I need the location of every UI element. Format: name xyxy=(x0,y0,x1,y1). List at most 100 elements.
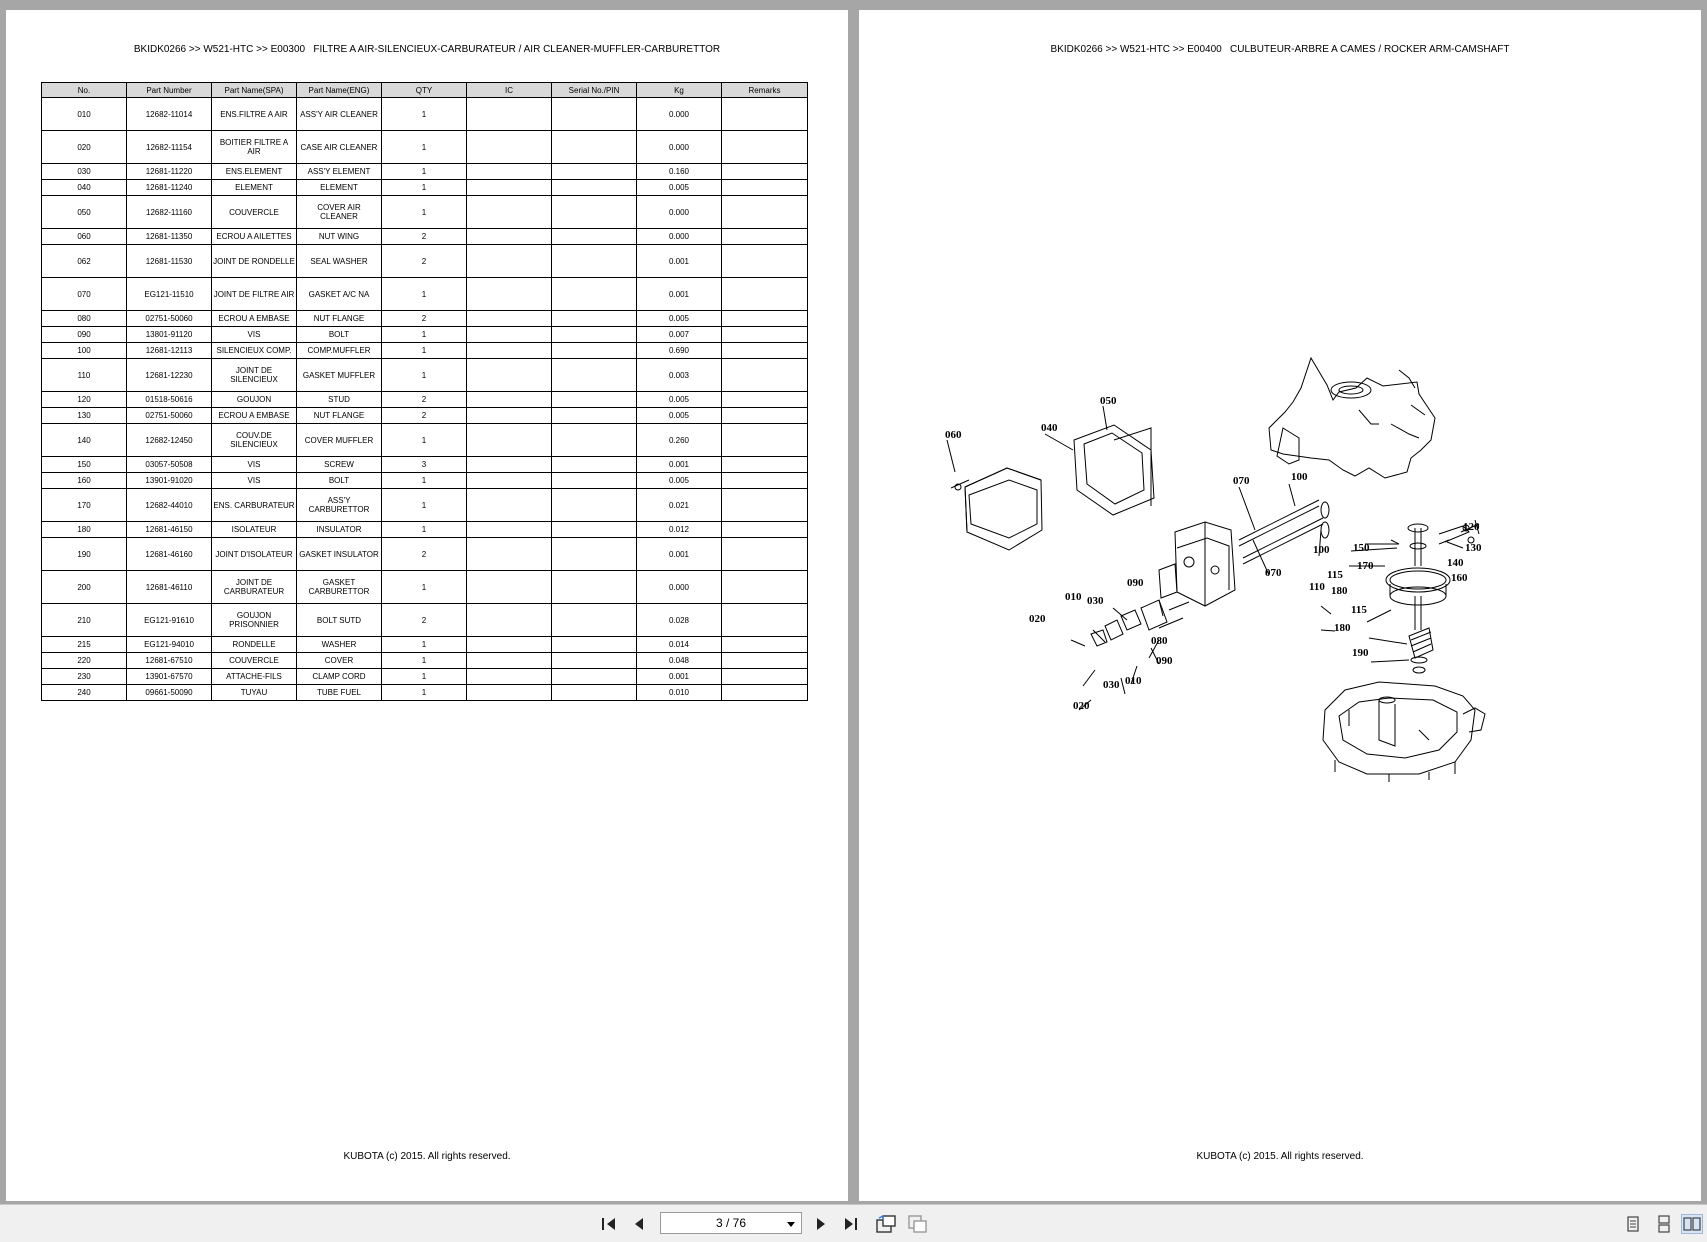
single-page-view-button[interactable] xyxy=(1622,1214,1644,1234)
table-cell xyxy=(466,668,552,685)
diagram-callout-label: 180 xyxy=(1331,585,1348,597)
single-page-view-icon xyxy=(1627,1216,1639,1232)
table-cell: 12681-11220 xyxy=(126,163,212,180)
table-cell: 0.005 xyxy=(636,407,722,424)
table-cell: EG121-91610 xyxy=(126,603,212,637)
table-cell: 0.000 xyxy=(636,130,722,164)
table-cell: NUT WING xyxy=(296,228,382,245)
table-cell: 0.000 xyxy=(636,97,722,131)
table-cell xyxy=(551,228,637,245)
rotate-page-button[interactable] xyxy=(875,1214,897,1234)
table-cell: 2 xyxy=(381,244,467,278)
table-cell: SILENCIEUX COMP. xyxy=(211,342,297,359)
table-cell: 2 xyxy=(381,407,467,424)
continuous-view-button[interactable] xyxy=(1653,1214,1675,1234)
table-cell: 12681-46150 xyxy=(126,521,212,538)
table-cell: BOLT SUTD xyxy=(296,603,382,637)
table-cell xyxy=(721,326,808,343)
table-cell: ASS'Y ELEMENT xyxy=(296,163,382,180)
column-header: Remarks xyxy=(721,82,808,98)
table-cell: 12682-12450 xyxy=(126,423,212,457)
table-cell: ELEMENT xyxy=(211,179,297,196)
table-cell: 09661-50090 xyxy=(126,684,212,701)
table-cell: 2 xyxy=(381,310,467,327)
table-cell: 2 xyxy=(381,603,467,637)
diagram-callout-label: 060 xyxy=(945,429,962,441)
table-cell: COVER AIR CLEANER xyxy=(296,195,382,229)
table-cell: 140 xyxy=(41,423,127,457)
table-cell: 170 xyxy=(41,488,127,522)
table-cell xyxy=(466,423,552,457)
previous-page-button[interactable] xyxy=(628,1214,650,1234)
diagram-callout-label: 150 xyxy=(1353,542,1370,554)
page-header: BKIDK0266 >> W521-HTC >> E00400 CULBUTEU… xyxy=(1050,44,1510,55)
table-cell: 020 xyxy=(41,130,127,164)
table-cell: 03057-50508 xyxy=(126,456,212,473)
table-cell: 12681-11350 xyxy=(126,228,212,245)
table-cell xyxy=(466,652,552,669)
page-number-input[interactable]: 3 / 76 xyxy=(660,1212,802,1234)
diagram-callout-label: 160 xyxy=(1451,572,1468,584)
table-cell: 150 xyxy=(41,456,127,473)
table-cell: 100 xyxy=(41,342,127,359)
table-cell xyxy=(466,228,552,245)
table-cell: VIS xyxy=(211,326,297,343)
first-page-icon xyxy=(602,1218,615,1230)
table-cell: 0.001 xyxy=(636,456,722,473)
last-page-button[interactable] xyxy=(840,1214,862,1234)
table-cell: 060 xyxy=(41,228,127,245)
table-cell: ENS.FILTRE A AIR xyxy=(211,97,297,131)
table-cell xyxy=(466,521,552,538)
table-cell: ECROU A EMBASE xyxy=(211,407,297,424)
table-cell xyxy=(721,130,808,164)
table-cell xyxy=(551,342,637,359)
table-cell: VIS xyxy=(211,456,297,473)
diagram-callout-label: 090 xyxy=(1127,577,1144,589)
table-cell: 12681-12113 xyxy=(126,342,212,359)
table-cell: GOUJON xyxy=(211,391,297,408)
table-cell xyxy=(551,130,637,164)
table-cell: 070 xyxy=(41,277,127,311)
document-page-right: BKIDK0266 >> W521-HTC >> E00400 CULBUTEU… xyxy=(859,10,1701,1201)
table-cell xyxy=(551,310,637,327)
table-cell: 2 xyxy=(381,391,467,408)
table-cell: 220 xyxy=(41,652,127,669)
table-cell: 13901-91020 xyxy=(126,472,212,489)
table-cell xyxy=(721,472,808,489)
page-dropdown-caret-icon[interactable] xyxy=(787,1222,795,1227)
table-cell: GOUJON PRISONNIER xyxy=(211,603,297,637)
table-cell: NUT FLANGE xyxy=(296,407,382,424)
column-header: No. xyxy=(41,82,127,98)
table-cell xyxy=(721,277,808,311)
diagram-callout-label: 190 xyxy=(1352,647,1369,659)
table-cell: 1 xyxy=(381,97,467,131)
first-page-button[interactable] xyxy=(598,1214,620,1234)
table-cell xyxy=(466,407,552,424)
table-cell: STUD xyxy=(296,391,382,408)
next-page-button[interactable] xyxy=(810,1214,832,1234)
table-cell: 110 xyxy=(41,358,127,392)
table-cell: GASKET INSULATOR xyxy=(296,537,382,571)
table-cell: 080 xyxy=(41,310,127,327)
copy-page-button[interactable] xyxy=(907,1214,929,1234)
table-cell: 190 xyxy=(41,537,127,571)
table-cell: 240 xyxy=(41,684,127,701)
two-page-view-button[interactable] xyxy=(1681,1214,1703,1234)
table-cell: 0.001 xyxy=(636,668,722,685)
diagram-callout-label: 040 xyxy=(1041,422,1058,434)
rotate-page-icon xyxy=(876,1214,896,1233)
table-cell xyxy=(466,97,552,131)
table-cell: 0.007 xyxy=(636,326,722,343)
diagram-callout-label: 115 xyxy=(1327,569,1343,581)
table-cell xyxy=(466,195,552,229)
table-cell: 1 xyxy=(381,488,467,522)
